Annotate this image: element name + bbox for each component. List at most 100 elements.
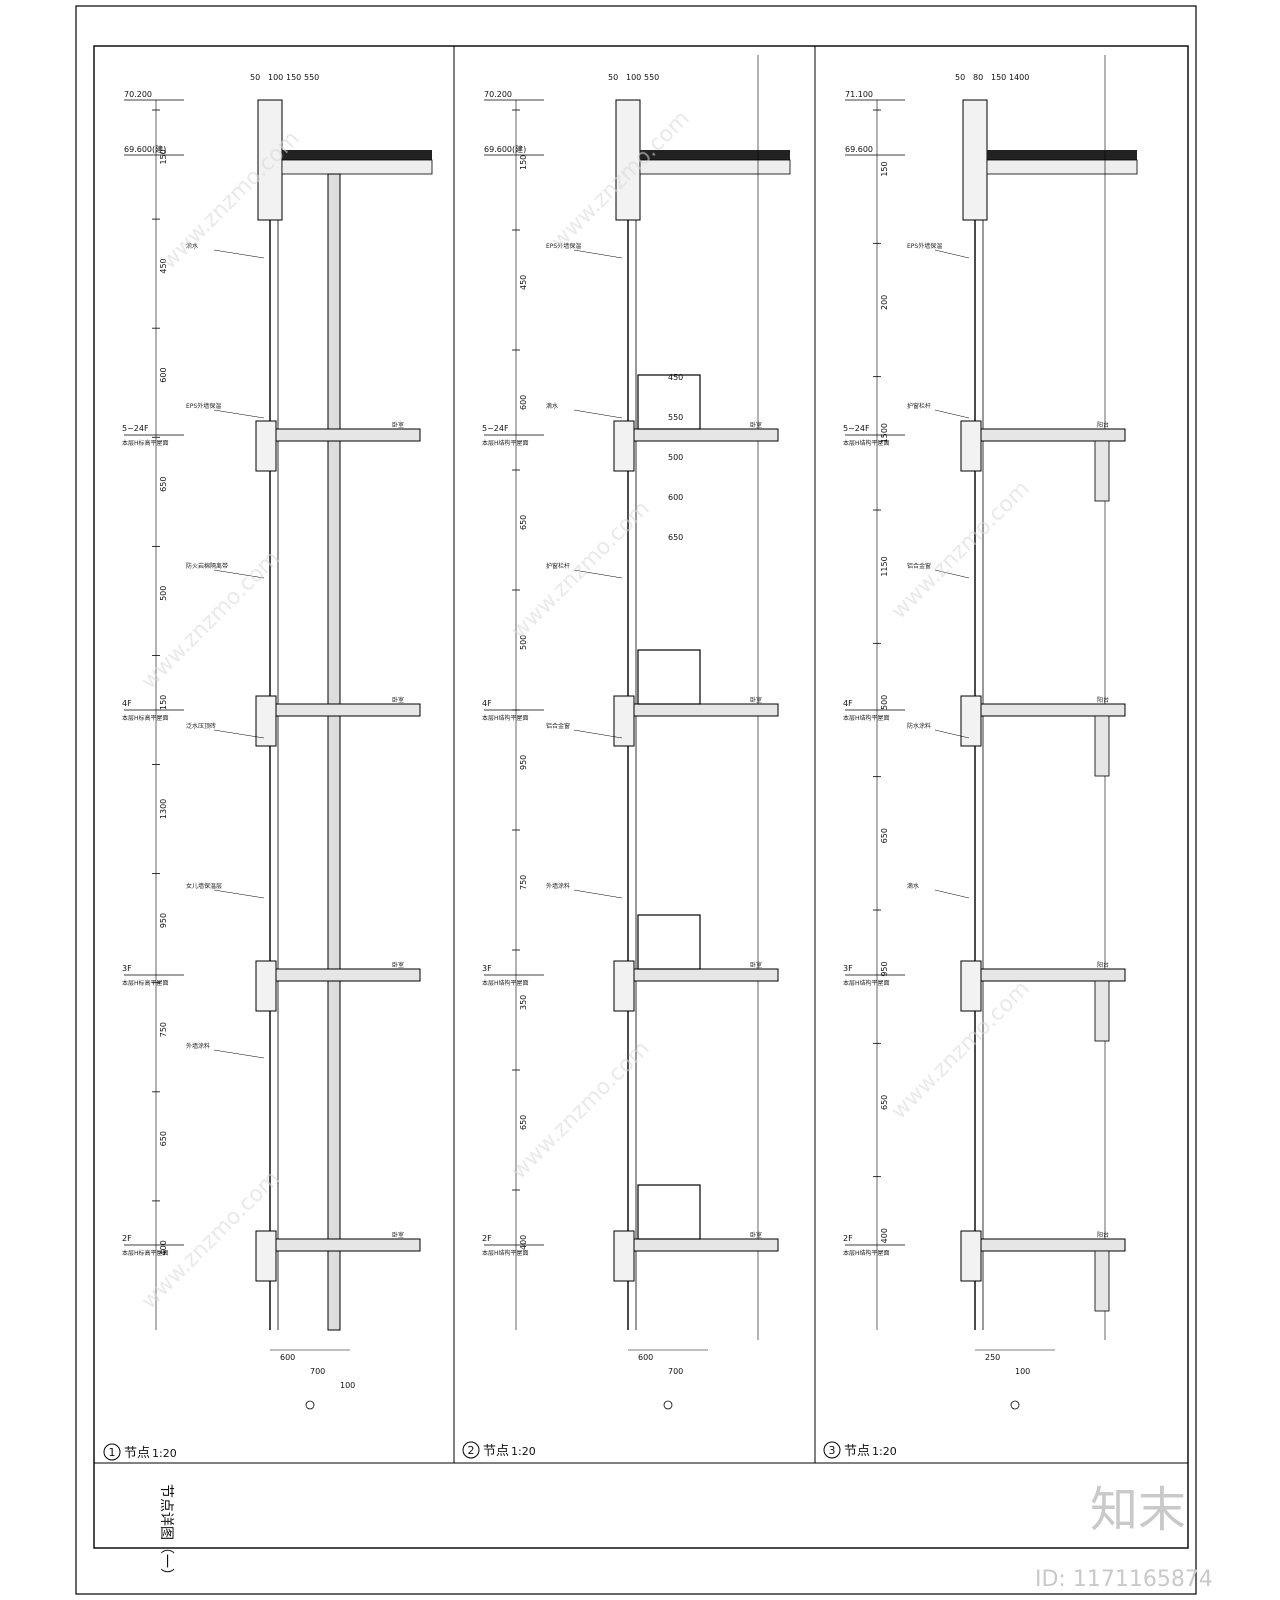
floor-level: 4F	[843, 699, 853, 708]
axis-marker	[1010, 1400, 1020, 1410]
side-dimension: 150	[159, 695, 168, 710]
side-dimension: 500	[519, 635, 528, 650]
top-dimension: 150	[286, 73, 301, 82]
side-dimension: 150	[159, 149, 168, 164]
bottom-dimension: 700	[310, 1367, 325, 1376]
leader-line	[573, 409, 623, 419]
side-dimension: 950	[519, 755, 528, 770]
floor-slab	[964, 428, 1126, 442]
side-dimension: 1150	[880, 556, 889, 576]
annotation-note: 防火岩棉隔离带	[186, 562, 228, 570]
side-dimension: 650	[159, 1131, 168, 1146]
annotation-note: EPS外墙保温	[546, 242, 581, 250]
panel-number: 3	[829, 1444, 836, 1457]
side-dimension: 650	[880, 828, 889, 843]
floor-slab	[964, 1238, 1126, 1252]
roof-membrane	[282, 150, 432, 160]
room-label: 卧室	[750, 696, 762, 704]
roof-membrane	[987, 150, 1137, 160]
window-sill	[960, 695, 982, 747]
annotation-note: 铝合金窗	[546, 722, 570, 730]
room-label: 阳台	[1097, 1231, 1109, 1239]
floor-slab	[617, 703, 779, 717]
level-note: 本层H结构平屋面	[843, 979, 890, 987]
top-dimension: 100	[626, 73, 641, 82]
window-box	[637, 914, 701, 970]
level-note: 本层H结构平屋面	[482, 979, 529, 987]
bottom-dimension: 600	[638, 1353, 653, 1362]
floor-slab	[617, 428, 779, 442]
level-note: 本层H标高平屋面	[122, 714, 169, 722]
annotation-note: 泛水压顶砖	[186, 722, 216, 730]
window-box	[637, 1184, 701, 1240]
floor-level: 3F	[122, 964, 132, 973]
sheet-title: 节点详图（一）	[158, 1484, 174, 1582]
room-label: 卧室	[750, 1231, 762, 1239]
panel-title-2: 2 节点 1:20	[462, 1441, 536, 1459]
roof-elevation: 69.600	[845, 145, 873, 154]
leader-line	[213, 1049, 265, 1059]
side-dimension: 650	[880, 1095, 889, 1110]
side-dimension: 500	[880, 695, 889, 710]
leader-line	[213, 569, 265, 579]
roof-slab	[639, 159, 791, 175]
annotation-note: 滴水	[546, 402, 558, 410]
room-label: 卧室	[750, 961, 762, 969]
panel-number-circle	[462, 1441, 480, 1459]
side-dimension: 400	[519, 1235, 528, 1250]
inner-dimension: 500	[668, 453, 683, 462]
level-note: 本层H标高平屋面	[122, 1249, 169, 1257]
side-dimension: 400	[880, 1228, 889, 1243]
floor-slab	[259, 968, 421, 982]
bottom-dimension: 700	[668, 1367, 683, 1376]
panel-title: 节点	[844, 1444, 870, 1459]
room-label: 阳台	[1097, 421, 1109, 429]
annotation-note: 女儿墙保温层	[186, 882, 222, 890]
side-dimension: 150	[519, 155, 528, 170]
axis-marker	[663, 1400, 673, 1410]
level-note: 本层H结构平屋面	[843, 1249, 890, 1257]
roof-slab	[281, 159, 433, 175]
floor-slab	[617, 968, 779, 982]
floor-slab	[259, 703, 421, 717]
panel-scale: 1:20	[872, 1445, 897, 1458]
window-sill	[613, 420, 635, 472]
interior-column	[327, 173, 341, 1331]
room-label: 卧室	[392, 696, 404, 704]
window-sill	[255, 1230, 277, 1282]
roof-slab	[986, 159, 1138, 175]
inner-dimension: 600	[668, 493, 683, 502]
side-dimension: 500	[159, 586, 168, 601]
window-box	[637, 649, 701, 705]
panel-number: 1	[109, 1446, 116, 1459]
side-dimension: 650	[159, 477, 168, 492]
side-dimension: 1500	[880, 423, 889, 443]
bottom-dimension: 100	[340, 1381, 355, 1390]
side-dimension: 650	[519, 1115, 528, 1130]
leader-line	[934, 889, 970, 899]
side-dimension: 350	[519, 995, 528, 1010]
window-sill	[255, 960, 277, 1012]
leader-line	[934, 409, 970, 419]
side-dimension: 950	[880, 961, 889, 976]
panel-title-1: 1 节点 1:20	[103, 1443, 177, 1461]
side-dimension: 950	[159, 913, 168, 928]
leader-line	[213, 729, 265, 739]
leader-line	[934, 729, 970, 739]
side-dimension: 750	[159, 1022, 168, 1037]
axis-marker	[305, 1400, 315, 1410]
leader-line	[573, 569, 623, 579]
annotation-note: EPS外墙保温	[186, 402, 221, 410]
level-note: 本层H结构平屋面	[843, 439, 890, 447]
floor-slab	[259, 1238, 421, 1252]
floor-level: 4F	[482, 699, 492, 708]
annotation-note: 防水涂料	[907, 722, 931, 730]
window-sill	[960, 960, 982, 1012]
window-sill	[613, 695, 635, 747]
floor-slab	[964, 968, 1126, 982]
floor-level: 5~24F	[843, 424, 870, 433]
side-dimension: 750	[519, 875, 528, 890]
brand-logo: 知末	[1090, 1482, 1186, 1538]
